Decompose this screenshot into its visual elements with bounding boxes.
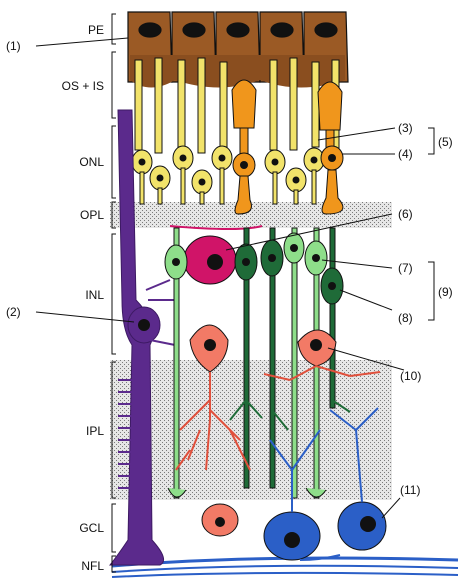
- callout-3: (3): [398, 121, 413, 135]
- callout-6: (6): [398, 207, 413, 221]
- callout-5: (5): [438, 135, 453, 149]
- displaced-amacrine-cell: [202, 504, 238, 536]
- callout-8: (8): [398, 311, 413, 325]
- callout-1: (1): [6, 39, 21, 53]
- layer-label-gcl: GCL: [79, 521, 104, 535]
- callout-7: (7): [398, 261, 413, 275]
- callout-9: (9): [438, 285, 453, 299]
- ipl-band: [110, 360, 392, 500]
- cone-photoreceptors: [232, 80, 343, 214]
- layer-label-inl: INL: [85, 288, 104, 302]
- callout-10: (10): [400, 369, 421, 383]
- layer-label-onl: ONL: [79, 155, 104, 169]
- layer-label-nfl: NFL: [81, 559, 104, 573]
- callout-4: (4): [398, 147, 413, 161]
- layer-label-pe: PE: [88, 23, 104, 37]
- layer-label-ipl: IPL: [86, 424, 104, 438]
- layer-label-os-is: OS + IS: [62, 79, 104, 93]
- layer-label-opl: OPL: [80, 208, 104, 222]
- callout-11: (11): [400, 483, 420, 497]
- callout-2: (2): [6, 305, 21, 319]
